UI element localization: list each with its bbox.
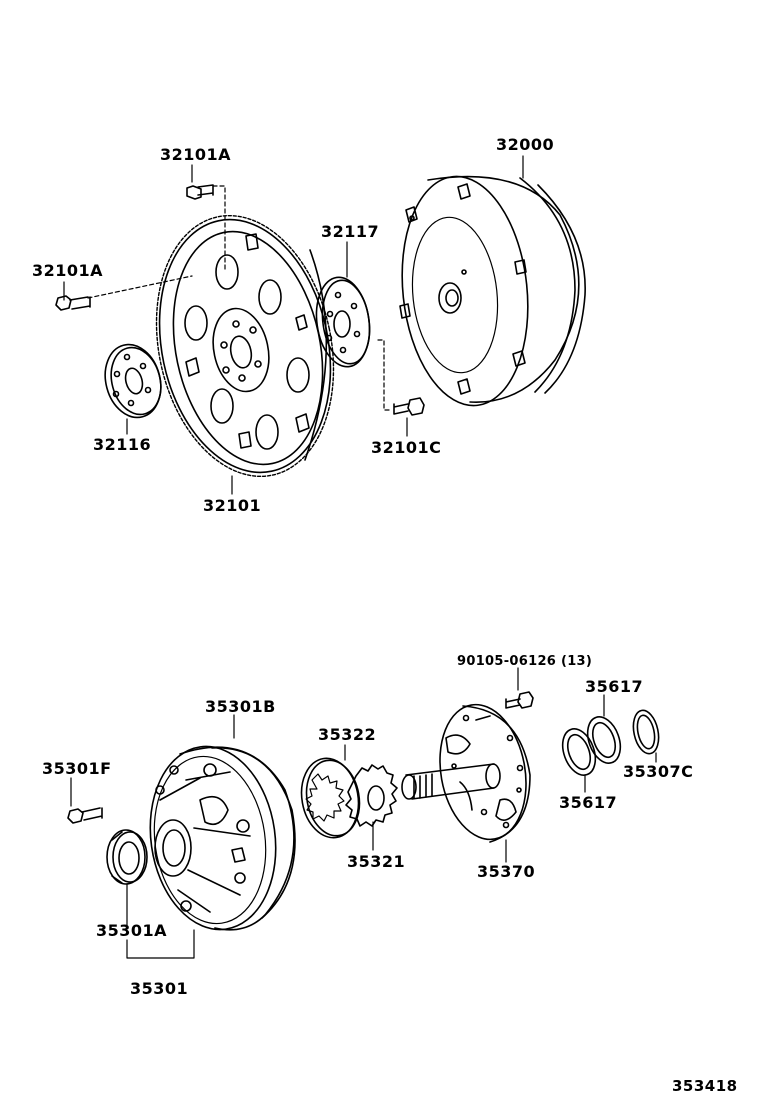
plate-32117 xyxy=(315,276,371,368)
oil-seal-35301A xyxy=(106,829,148,885)
bolt-35301F xyxy=(67,807,103,824)
oil-pump-body-35301 xyxy=(149,745,296,931)
seal-ring-35307C xyxy=(632,709,660,755)
callout-35301A: 35301A xyxy=(96,921,168,940)
drawing-reference-number: 353418 xyxy=(672,1077,738,1095)
callout-32101A-left: 32101A xyxy=(32,261,104,280)
callout-32101A-top: 32101A xyxy=(160,145,232,164)
leader-lines-lower xyxy=(70,667,657,959)
callout-32101C: 32101C xyxy=(371,438,442,457)
stator-shaft-35370 xyxy=(401,703,531,843)
callout-35307C: 35307C xyxy=(623,762,694,781)
callout-35301: 35301 xyxy=(130,979,189,998)
callout-32101: 32101 xyxy=(203,496,262,515)
callout-35301B: 35301B xyxy=(205,697,276,716)
bolt-32101A-left xyxy=(55,295,91,311)
bolt-32101C xyxy=(393,397,425,416)
callout-35370: 35370 xyxy=(477,862,536,881)
callout-32117: 32117 xyxy=(321,222,380,241)
callout-90105-06126: 90105-06126 (13) xyxy=(457,654,593,669)
leader-lines-upper xyxy=(63,155,524,495)
callout-32116: 32116 xyxy=(93,435,152,454)
drive-plate-32101 xyxy=(155,214,335,478)
bolt-32101A-top xyxy=(186,184,214,200)
callout-32000: 32000 xyxy=(496,135,555,154)
callout-35617-top: 35617 xyxy=(585,677,644,696)
bolt-90105-06126 xyxy=(505,691,534,709)
callout-35301F: 35301F xyxy=(42,759,112,778)
torque-converter-32000 xyxy=(399,175,586,407)
driven-gear-35321 xyxy=(345,764,398,827)
seal-rings-35617 xyxy=(561,716,622,776)
callout-35617-bottom: 35617 xyxy=(559,793,618,812)
callout-35322: 35322 xyxy=(318,725,377,744)
callout-35321: 35321 xyxy=(347,852,406,871)
plate-32116 xyxy=(104,343,162,419)
drive-gear-35322 xyxy=(300,757,361,839)
